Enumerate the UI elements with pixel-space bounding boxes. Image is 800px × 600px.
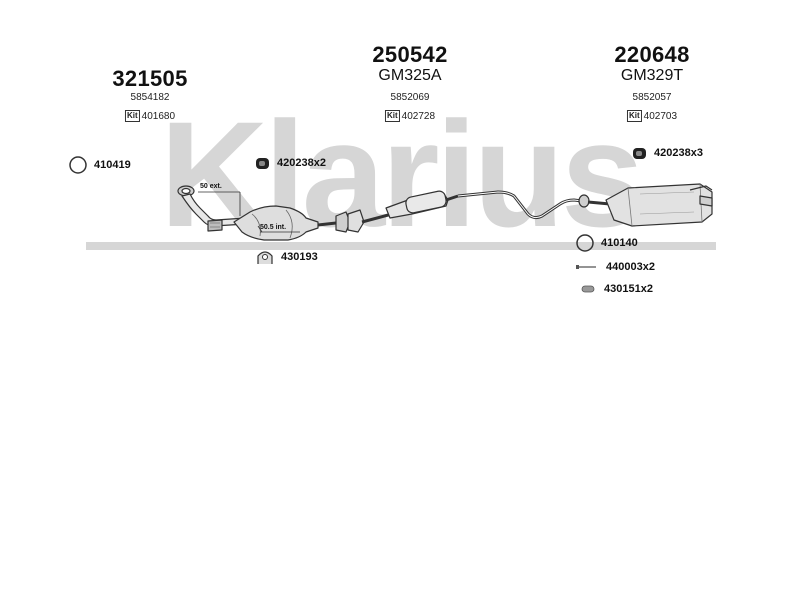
fitting-rubber-rear-label: 430151x2 (604, 283, 653, 295)
kit-3: Kit 402703 (626, 110, 678, 122)
kit-1: Kit 401680 (124, 110, 176, 122)
rubber-mount-icon (581, 285, 595, 293)
bolt-icon (576, 265, 596, 269)
part-number-2: 250542 (372, 42, 448, 67)
oe-number-3: 5852057 (632, 92, 672, 103)
joint-flange (335, 209, 393, 233)
rear-joint (578, 194, 611, 208)
kit-number-2: 402728 (401, 110, 436, 122)
code-3: GM329T (620, 67, 684, 84)
fitting-hanger-front-label: 430193 (281, 251, 318, 263)
catalytic-converter (233, 205, 337, 241)
fitting-clamp-rear: 420238x3 (632, 145, 703, 161)
part-number-3: 220648 (614, 42, 690, 67)
fitting-ring-rear-label: 410140 (601, 237, 638, 249)
dimension-int: 50.5 int. (260, 224, 287, 231)
fitting-ring-front: 410419 (68, 155, 131, 175)
kit-2: Kit 402728 (384, 110, 436, 122)
fitting-hanger-front: 430193 (255, 248, 318, 266)
code-2: GM325A (378, 67, 442, 84)
centre-pipe (457, 190, 583, 220)
oe-number-2: 5852069 (390, 92, 430, 103)
centre-pipe-outline (457, 191, 583, 219)
fitting-ring-front-label: 410419 (94, 159, 131, 171)
fitting-bolt-rear: 440003x2 (576, 261, 655, 273)
fitting-clamp-rear-label: 420238x3 (654, 147, 703, 159)
kit-box-2: Kit (384, 110, 400, 122)
part-number-1: 321505 (112, 66, 188, 91)
watermark-bar (86, 242, 716, 250)
kit-number-1: 401680 (141, 110, 176, 122)
clamp-icon (633, 148, 646, 159)
ring-icon (69, 156, 87, 174)
hanger-icon (257, 251, 273, 264)
oe-number-1: 5854182 (130, 92, 170, 103)
rear-silencer (605, 183, 713, 227)
ring-icon (576, 234, 594, 252)
fitting-ring-rear: 410140 (575, 233, 638, 253)
kit-number-3: 402703 (643, 110, 678, 122)
fitting-bolt-rear-label: 440003x2 (606, 261, 655, 273)
fitting-clamp-front: 420238x2 (255, 155, 326, 171)
fitting-rubber-rear: 430151x2 (580, 283, 653, 295)
kit-box-3: Kit (626, 110, 642, 122)
dimension-ext: 50 ext. (200, 183, 222, 190)
kit-box-1: Kit (124, 110, 140, 122)
fitting-clamp-front-label: 420238x2 (277, 157, 326, 169)
clamp-icon (256, 158, 269, 169)
centre-silencer (385, 190, 459, 219)
